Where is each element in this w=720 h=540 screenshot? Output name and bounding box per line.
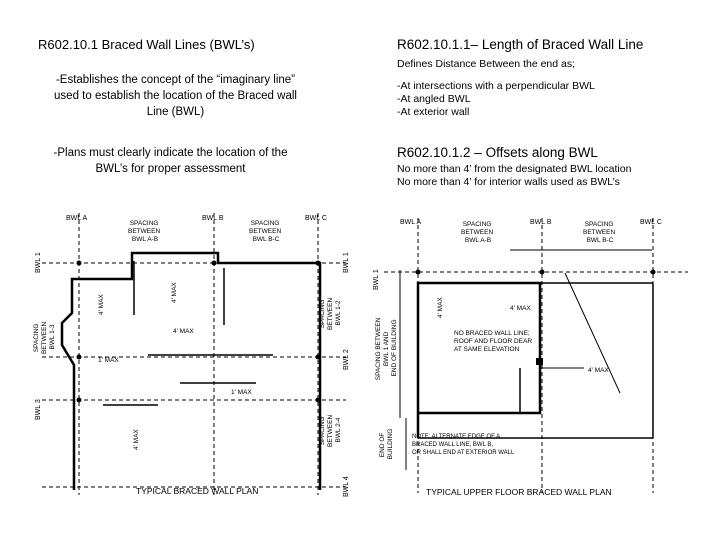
fig1-spacing-ab: SPACING BETWEEN BWL A-B [128,220,162,243]
fig1-spacing-13-line: BWL 1-3 [49,324,56,349]
left-heading: R602.10.1 Braced Wall Lines (BWL’s) [38,37,255,52]
fig1-spacing-13: SPACING BETWEEN BWL 1-3 [33,320,56,354]
fig2-no-braced-line: NO BRACED WALL LINE; [454,330,530,337]
fig2-end-building-line: BUILDING [387,429,394,460]
fig1-spacing-bc: SPACING BETWEEN BWL B-C [249,220,283,243]
fig1-spacing-ab-line: BETWEEN [128,228,160,235]
fig2-max-4-a: 4' MAX [437,297,444,318]
fig1-spacing-24-line: SPACING [319,417,326,446]
fig2-bwl-b: BWL B [530,219,552,226]
fig1-bwl-a: BWL A [66,215,87,222]
fig2-note: NOTE: ALTERNATE EDGE OF A BRACED WALL LI… [412,434,515,456]
right-offsets-item: No more than 4’ for interior walls used … [397,176,620,188]
fig2-spacing-bc-line: BWL B-C [587,237,614,244]
fig1-spacing-12-line: SPACING [319,300,326,329]
fig2-bwl-c: BWL C [640,219,662,226]
fig1-spacing-12-line: BETWEEN [327,298,334,330]
right-heading-length: R602.10.1.1– Length of Braced Wall Line [397,37,644,52]
fig1-spacing-24-line: BETWEEN [327,415,334,447]
fig1-bwl-c: BWL C [305,215,327,222]
fig1-bwl-3: BWL 3 [35,399,42,420]
fig1-spacing-12-line: BWL 1-2 [335,300,342,325]
fig2-spacing-ab: SPACING BETWEEN BWL A-B [461,221,495,244]
left-paragraph-1-line: Line (BWL) [146,106,205,118]
fig1-bwl-4: BWL 4 [343,476,350,497]
fig1-spacing-24-line: BWL 2-4 [335,417,342,442]
fig2-end-building-line: END OF [379,433,386,458]
fig2-bwl-1: BWL 1 [373,269,380,290]
left-paragraph-2-line: -Plans must clearly indicate the locatio… [53,147,288,159]
left-paragraph-1-line: used to establish the location of the Br… [54,90,297,102]
fig1-max-4-c: 4' MAX [173,328,194,335]
fig1-max-1-a: 1' MAX [98,357,119,364]
fig2-spacing-ab-line: SPACING [463,221,492,228]
right-bullet-item: -At intersections with a perpendicular B… [397,80,595,92]
fig1-spacing-13-line: SPACING [33,324,40,353]
right-offsets-list: No more than 4’ from the designated BWL … [397,163,631,189]
fig1-spacing-24: SPACING BETWEEN BWL 2-4 [319,413,342,447]
left-paragraph-1-line: -Establishes the concept of the “imagina… [55,74,296,86]
right-bullet-item: -At angled BWL [397,93,471,105]
fig1-spacing-ab-line: BWL A-B [132,236,158,243]
fig2-bwl-a: BWL A [400,219,421,226]
fig1-spacing-bc-line: BETWEEN [249,228,281,235]
fig1-spacing-13-line: BETWEEN [41,322,48,354]
right-heading-offsets: R602.10.1.2 – Offsets along BWL [397,145,598,160]
fig2-note-line: NOTE: ALTERNATE EDGE OF A [412,434,500,440]
fig2-end-building: END OF BUILDING [379,429,394,460]
fig1-max-4-b: 4' MAX [171,282,178,303]
fig2-spacing-bc-line: BETWEEN [583,229,615,236]
fig2-spacing-side-line: BWL 1 AND [383,331,390,366]
fig1-spacing-12: SPACING BETWEEN BWL 1-2 [319,296,342,330]
fig1-caption: TYPICAL BRACED WALL PLAN [136,486,258,496]
fig1-max-1-b: 1' MAX [231,389,252,396]
fig1-bwl-1: BWL 1 [35,252,42,273]
fig1-bwl-b: BWL B [202,215,224,222]
fig2-max-4-c: 4' MAX [588,367,609,374]
fig2-caption: TYPICAL UPPER FLOOR BRACED WALL PLAN [426,487,612,497]
fig2-spacing-ab-line: BETWEEN [461,229,493,236]
left-paragraph-2-line: BWL’s for proper assessment [95,163,246,175]
fig1-max-4-d: 4' MAX [133,429,140,450]
fig2-spacing-bc: SPACING BETWEEN BWL B-C [583,221,617,244]
upper-floor-braced-wall-plan-figure: BWL A BWL B BWL C SPACING BETWEEN BWL A-… [373,218,688,497]
fig1-spacing-bc-line: BWL B-C [253,236,280,243]
fig2-no-braced-line: AT SAME ELEVATION [454,346,520,353]
braced-wall-plan-figure: BWL A BWL B BWL C SPACING BETWEEN BWL A-… [33,213,350,497]
right-bullet-item: -At exterior wall [397,106,470,118]
fig1-bwl-2: BWL 2 [343,349,350,370]
fig1-spacing-ab-line: SPACING [130,220,159,227]
fig1-bwl-1-right: BWL 1 [343,252,350,273]
fig2-no-braced-line: ROOF AND FLOOR DEAR [454,338,532,345]
fig1-spacing-bc-line: SPACING [251,220,280,227]
fig1-max-4-a: 4' MAX [98,294,105,315]
fig2-spacing-side: SPACING BETWEEN BWL 1 AND END OF BUILDIN… [375,316,398,381]
right-offsets-item: No more than 4’ from the designated BWL … [397,163,632,175]
fig2-note-line: BRACED WALL LINE, BWL B, [412,442,493,448]
fig2-spacing-side-line: SPACING BETWEEN [375,317,382,380]
fig2-spacing-bc-line: SPACING [585,221,614,228]
right-defines-text: Defines Distance Between the end as; [397,58,576,70]
left-paragraph-1: -Establishes the concept of the “imagina… [28,72,323,120]
fig2-spacing-ab-line: BWL A-B [465,237,491,244]
right-bullet-list: -At intersections with a perpendicular B… [397,80,595,119]
fig2-spacing-side-line: END OF BUILDING [391,319,398,376]
fig2-no-braced-note: NO BRACED WALL LINE; ROOF AND FLOOR DEAR… [454,330,534,353]
fig2-max-4-b: 4' MAX [510,305,531,312]
fig2-note-line: OR SHALL END AT EXTERIOR WALL [412,450,515,456]
left-paragraph-2: -Plans must clearly indicate the locatio… [28,145,313,177]
